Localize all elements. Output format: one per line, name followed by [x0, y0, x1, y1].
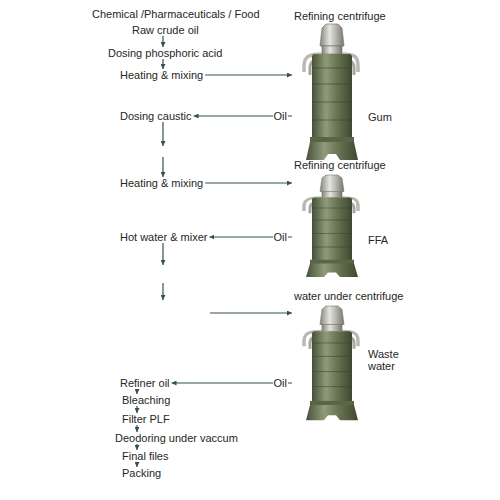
process-step: Hot water & mixer — [118, 231, 209, 243]
step-text: Raw crude oil — [132, 24, 199, 36]
centrifuge-heading: water under centrifuge — [294, 290, 406, 302]
process-step: Filter PLF — [120, 413, 172, 425]
process-step: Raw crude oil — [130, 24, 201, 36]
output-label: FFA — [368, 234, 388, 246]
edge-label: Oil — [273, 110, 288, 122]
centrifuge-illustration — [304, 306, 358, 420]
edge-label: Oil — [273, 377, 288, 389]
process-step: Bleaching — [120, 394, 172, 406]
step-text: Packing — [122, 467, 161, 479]
flow-segment — [136, 444, 137, 450]
step-text: Refiner oil — [120, 377, 170, 389]
centrifuge-node: Refining centrifugeFFA — [292, 159, 404, 277]
flow-segment — [162, 59, 163, 69]
centrifuge-illustration — [304, 24, 358, 160]
flow-arrow — [137, 425, 138, 432]
process-step: Heating & mixing — [118, 69, 205, 81]
process-step: Packing — [120, 467, 163, 479]
step-text: Heating & mixing — [120, 177, 203, 189]
flow-segment — [205, 74, 292, 75]
step-text: Dosing phosphoric acid — [108, 47, 222, 59]
process-step: Refiner oil — [118, 377, 172, 389]
flow-arrow — [163, 36, 164, 47]
flow-segment — [136, 462, 137, 467]
flow-arrow — [137, 406, 138, 413]
flow-arrow — [137, 389, 138, 394]
process-step: Dosing phosphoric acid — [106, 47, 224, 59]
centrifuge-node: Refining centrifugeGum — [292, 10, 404, 160]
flow-arrow — [137, 444, 138, 450]
flow-arrow — [205, 75, 292, 76]
flow-segment — [136, 389, 137, 394]
flow-segment — [162, 122, 163, 146]
step-text: Bleaching — [122, 394, 170, 406]
centrifuge-heading: Refining centrifuge — [294, 159, 402, 171]
flow-segment — [162, 283, 163, 300]
process-step: Heating & mixing — [118, 177, 205, 189]
centrifuge-node: water under centrifugeWaste water — [292, 290, 408, 422]
flow-arrow — [205, 183, 292, 184]
output-label: Gum — [368, 111, 392, 123]
step-text: Final files — [122, 450, 168, 462]
flow-segment — [162, 157, 163, 177]
flow-arrow — [137, 462, 138, 467]
step-text: Heating & mixing — [120, 69, 203, 81]
diagram-title: Chemical /Pharmaceuticals / Food — [92, 8, 260, 20]
flow-segment — [136, 425, 137, 432]
process-step: Dosing caustic — [118, 110, 194, 122]
step-text: Hot water & mixer — [120, 231, 207, 243]
process-step: Deodoring under vaccum — [113, 432, 240, 444]
flow-segment — [210, 312, 292, 313]
flow-arrow — [163, 59, 164, 69]
flow-segment — [162, 36, 163, 47]
step-text: Dosing caustic — [120, 110, 192, 122]
flow-arrow — [163, 243, 292, 313]
flow-segment — [205, 182, 292, 183]
step-text: Deodoring under vaccum — [115, 432, 238, 444]
output-label: Waste water — [368, 348, 402, 372]
centrifuge-heading: Refining centrifuge — [294, 10, 402, 22]
flow-arrow — [163, 122, 164, 177]
process-step: Final files — [120, 450, 170, 462]
step-text: Filter PLF — [122, 413, 170, 425]
edge-label: Oil — [273, 231, 288, 243]
flow-segment — [136, 406, 137, 413]
centrifuge-illustration — [304, 175, 358, 277]
flow-segment — [162, 243, 163, 265]
